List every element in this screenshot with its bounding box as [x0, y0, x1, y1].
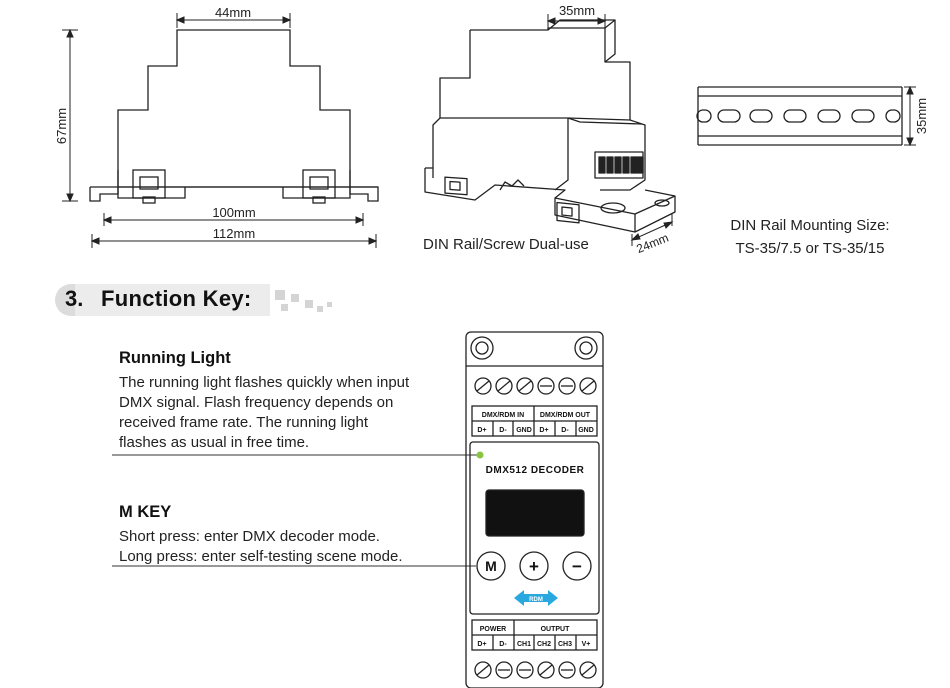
device-name: DMX512 DECODER: [486, 465, 585, 476]
m-key-line-1: Short press: enter DMX decoder mode.: [119, 528, 380, 545]
caption-mounting-line2: TS-35/7.5 or TS-35/15: [735, 240, 885, 257]
dim-iso-depth: 24mm: [634, 231, 670, 256]
pin-top-3: GND: [516, 427, 532, 434]
rdm-arrow-icon: [514, 590, 558, 606]
label-dmx-in: DMX/RDM IN: [482, 412, 524, 419]
pin-bottom-2: D-: [499, 641, 507, 648]
section-title: Function Key:: [101, 286, 252, 311]
running-light-line-4: flashes as usual in free time.: [119, 434, 310, 451]
din-rail-drawing: 35mm: [696, 85, 929, 147]
pin-top-4: D+: [539, 427, 548, 434]
plus-button-label: +: [529, 557, 539, 576]
dim-base-inner: 100mm: [212, 205, 255, 220]
minus-button-outline: [562, 551, 592, 581]
dim-rail-height: 35mm: [914, 98, 929, 134]
label-power: POWER: [480, 626, 506, 633]
dim-front-width: 44mm: [215, 5, 251, 20]
din-rail-slots: [696, 109, 901, 123]
bottom-terminal-screws: [474, 661, 597, 679]
pin-top-5: D-: [561, 427, 569, 434]
front-left-clip: [132, 169, 166, 199]
pin-bottom-1: D+: [477, 641, 486, 648]
caption-mounting: DIN Rail Mounting Size: TS-35/7.5 or TS-…: [690, 214, 930, 260]
front-body-outline: [117, 29, 351, 188]
dim-iso-top: 35mm: [559, 3, 595, 18]
running-light-line-3: received frame rate. The running light: [119, 414, 369, 431]
m-button-label: M: [485, 558, 497, 574]
pin-bottom-5: CH3: [558, 641, 572, 648]
pin-top-6: GND: [578, 427, 594, 434]
label-output: OUTPUT: [541, 626, 571, 633]
m-button-outline: [476, 551, 506, 581]
caption-dual-use: DIN Rail/Screw Dual-use: [423, 236, 589, 253]
section-title-bar: [55, 284, 332, 316]
running-light-heading: Running Light: [119, 349, 231, 367]
isometric-view-drawing: 35mm 24mm: [424, 3, 676, 256]
minus-button-label: −: [572, 557, 582, 576]
mount-hole-icon: [470, 336, 494, 360]
dim-front-height: 67mm: [54, 108, 69, 144]
running-light-led-icon: [476, 451, 484, 459]
plus-button-outline: [519, 551, 549, 581]
pin-top-1: D+: [477, 427, 486, 434]
top-terminal-screws: [474, 377, 597, 395]
caption-mounting-line1: DIN Rail Mounting Size:: [730, 217, 890, 234]
label-dmx-out: DMX/RDM OUT: [540, 412, 591, 419]
section-number: 3.: [65, 286, 84, 311]
pin-bottom-3: CH1: [517, 641, 531, 648]
section-title-decoration: [275, 290, 332, 312]
pin-bottom-4: CH2: [537, 641, 551, 648]
running-light-block: Running Light The running light flashes …: [119, 349, 464, 453]
running-light-line-2: DMX signal. Flash frequency depends on: [119, 394, 394, 411]
mount-hole-icon: [574, 336, 598, 360]
pin-top-2: D-: [499, 427, 507, 434]
rdm-label: RDM: [529, 597, 543, 603]
dim-base-outer: 112mm: [213, 226, 255, 241]
device-front-panel: DMX/RDM IN DMX/RDM OUT D+ D- GND D+ D- G…: [465, 331, 604, 688]
m-key-block: M KEY Short press: enter DMX decoder mod…: [119, 503, 464, 567]
m-key-heading: M KEY: [119, 503, 172, 521]
running-light-line-1: The running light flashes quickly when i…: [119, 374, 410, 391]
front-view-drawing: 44mm 67mm 100mm 112mm: [54, 5, 379, 248]
front-right-clip: [302, 169, 336, 199]
pin-bottom-6: V+: [582, 641, 591, 648]
iso-terminal-screws: [598, 156, 644, 174]
m-key-line-2: Long press: enter self-testing scene mod…: [119, 548, 403, 565]
